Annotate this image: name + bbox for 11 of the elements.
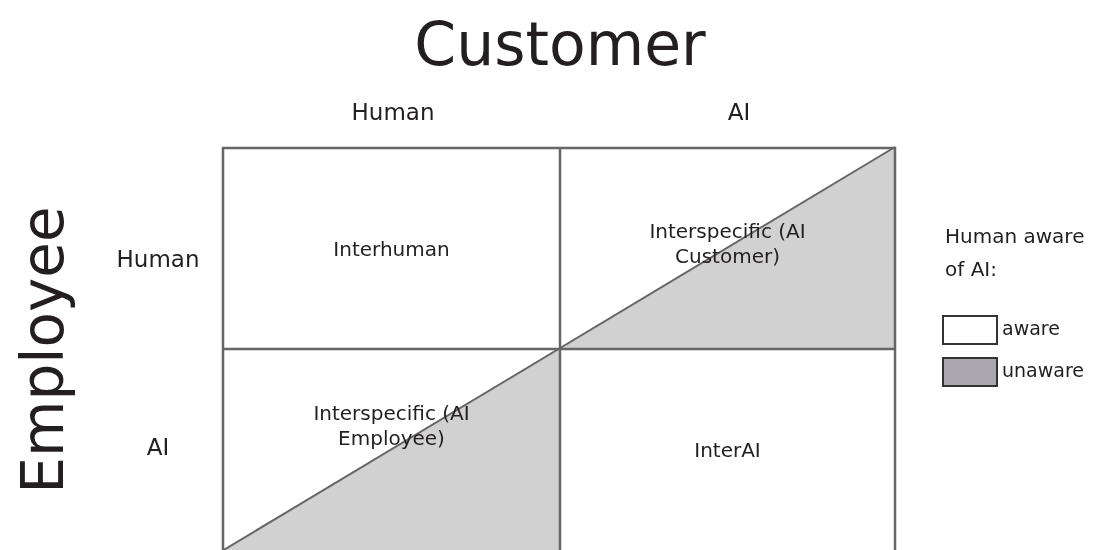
axis-title: Employee [9,206,77,494]
row-header: Human [116,246,200,272]
column-header: AI [727,99,751,125]
legend-label: aware [1002,317,1060,339]
legend-title: Human aware of AI: [945,223,1085,283]
legend-label: unaware [1002,359,1084,381]
column-header: Human [351,99,435,125]
cell-label: InterAI [693,437,762,463]
axis-title: Customer [414,9,706,79]
row-header: AI [146,434,170,460]
cell-label: Interhuman [332,236,451,262]
